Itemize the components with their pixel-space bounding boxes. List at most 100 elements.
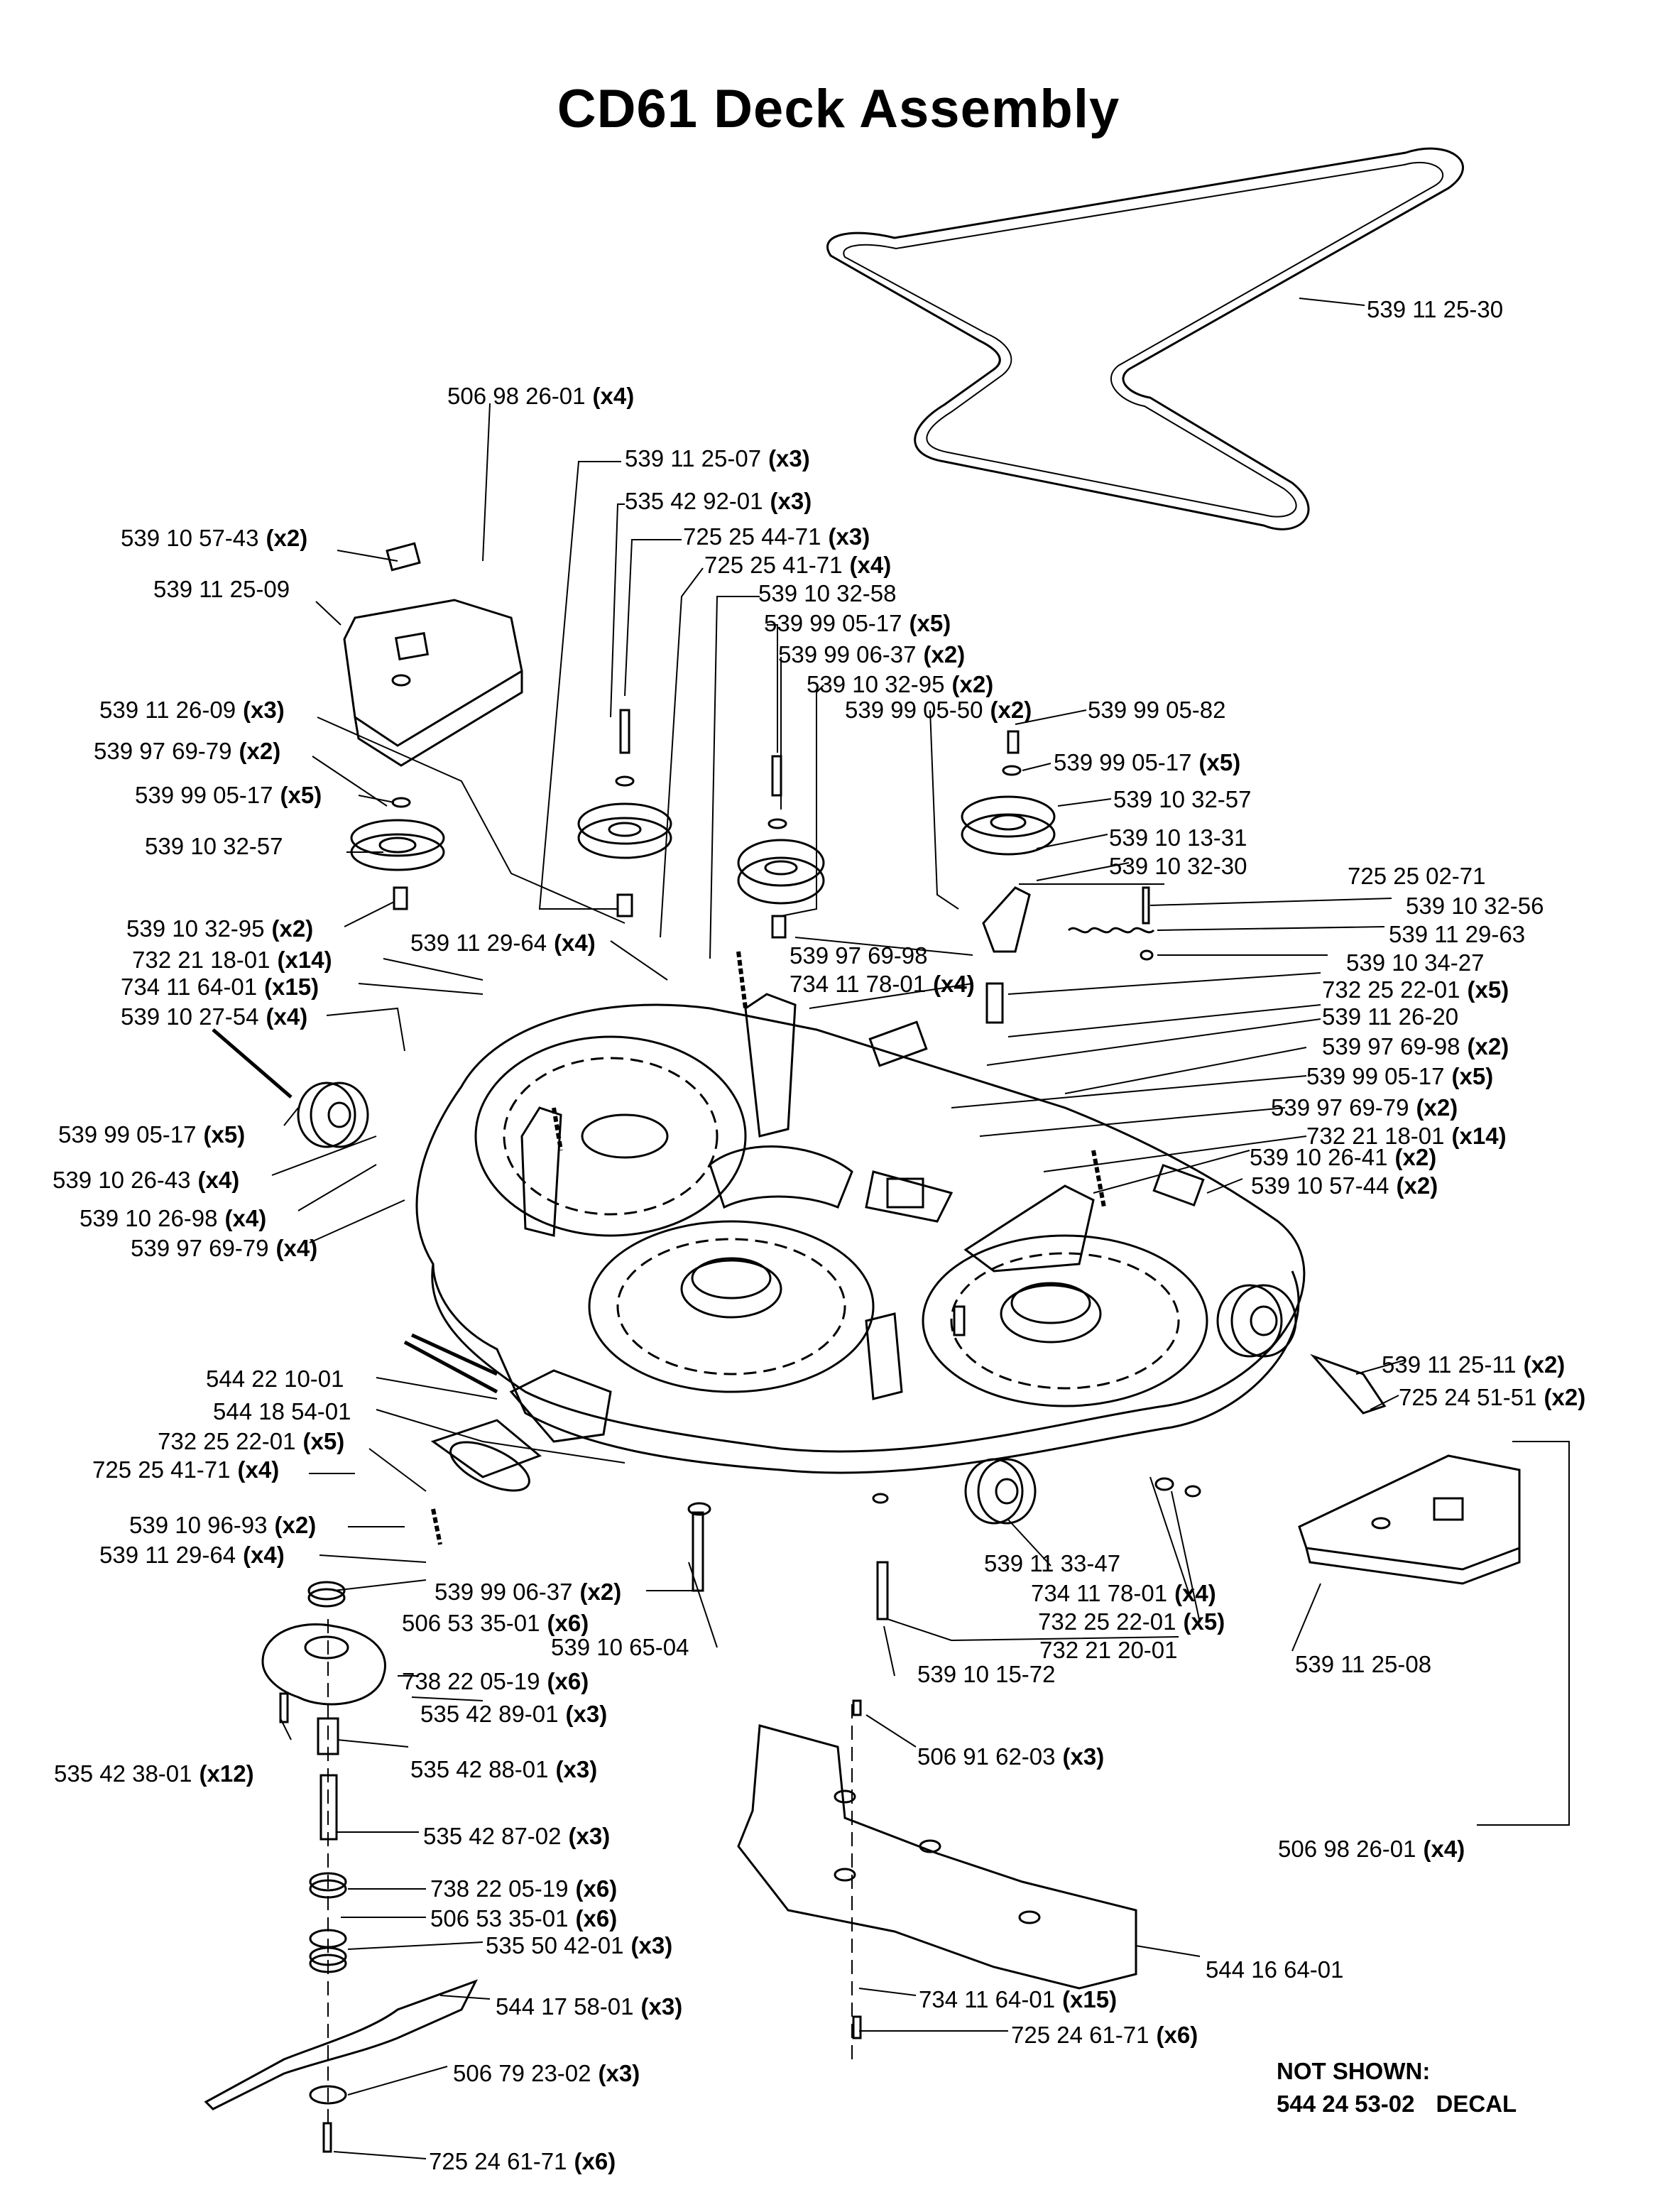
part-number: 506 53 35-01 [402, 1610, 540, 1636]
part-callout: 506 53 35-01(x6) [402, 1611, 589, 1636]
part-number: 506 53 35-01 [430, 1905, 569, 1932]
page-title: CD61 Deck Assembly [557, 79, 1120, 139]
part-number: 506 98 26-01 [1278, 1836, 1416, 1862]
part-callout: 539 10 32-57 [145, 834, 290, 859]
rear-baffle-roller [410, 1333, 542, 1492]
part-callout: 539 97 69-79(x2) [1271, 1095, 1458, 1121]
part-callout: 539 10 32-57 [1113, 787, 1259, 812]
part-number: 725 24 61-71 [1011, 2022, 1149, 2048]
part-callout: 535 42 92-01(x3) [625, 489, 812, 514]
part-quantity: (x15) [264, 974, 319, 1000]
part-number: 544 18 54-01 [213, 1398, 351, 1424]
part-quantity: (x3) [828, 523, 870, 550]
part-number: 539 11 25-11 [1382, 1351, 1517, 1378]
part-quantity: (x3) [565, 1701, 608, 1727]
part-quantity: (x2) [266, 525, 308, 551]
part-quantity: (x3) [1062, 1743, 1105, 1770]
part-number: 539 11 25-09 [153, 576, 290, 602]
part-number: 732 25 22-01 [1322, 976, 1460, 1003]
part-quantity: (x5) [203, 1121, 246, 1148]
part-number: 732 21 20-01 [1039, 1637, 1178, 1663]
part-number: 738 22 05-19 [430, 1875, 569, 1902]
deck-decals [868, 1020, 1205, 1209]
part-callout: 506 79 23-02 (x3) [453, 2061, 640, 2086]
part-quantity: (x4) [1423, 1836, 1465, 1862]
part-number: 738 22 05-19 [402, 1668, 540, 1694]
part-callout: 539 10 96-93(x2) [129, 1513, 316, 1538]
part-callout: 738 22 05-19(x6) [402, 1669, 589, 1694]
part-number: 539 99 06-37 [435, 1579, 573, 1605]
not-shown-part-number: 544 24 53-02 [1277, 2091, 1415, 2117]
belt-cover-left [343, 542, 523, 767]
part-quantity: (x4) [1174, 1580, 1216, 1606]
part-callout: 539 99 05-17 (x5) [764, 611, 951, 636]
part-callout: 539 10 26-41(x2) [1250, 1145, 1436, 1170]
part-number: 732 21 18-01 [1306, 1123, 1445, 1149]
part-callout: 732 25 22-01(x5) [1322, 977, 1509, 1003]
part-callout: 539 99 05-17(x5) [58, 1122, 245, 1148]
gauge-wheel-front-right [1216, 1284, 1387, 1415]
part-callout: 725 25 41-71(x4) [704, 552, 891, 578]
part-callout: 539 10 13-31 [1109, 825, 1255, 851]
part-number: 539 99 05-17 [764, 610, 902, 636]
part-number: 539 97 69-98 [790, 942, 928, 969]
part-number: 539 11 29-64 [410, 930, 547, 956]
part-callout: 539 10 32-56 [1406, 893, 1551, 919]
part-number: 725 24 61-71 [429, 2148, 567, 2174]
part-quantity: (x12) [199, 1760, 254, 1787]
part-number: 539 10 57-44 [1251, 1172, 1389, 1199]
part-callout: 539 10 26-98(x4) [80, 1206, 266, 1231]
part-callout: 539 10 15-72 [917, 1662, 1063, 1687]
part-number: 734 11 78-01 [1031, 1580, 1168, 1606]
part-callout: 725 24 61-71(x6) [429, 2149, 616, 2174]
part-callout: 539 99 05-17(x5) [1306, 1064, 1493, 1089]
part-number: 539 10 26-41 [1250, 1144, 1388, 1170]
part-callout: 544 17 58-01(x3) [496, 1994, 682, 2020]
part-quantity: (x5) [1183, 1608, 1225, 1635]
part-number: 539 97 69-79 [1271, 1094, 1409, 1121]
part-callout: 539 99 05-82 [1088, 697, 1233, 723]
part-quantity: (x5) [302, 1428, 345, 1454]
part-callout: 539 97 69-98(x2) [1322, 1034, 1509, 1059]
part-quantity: (x3) [243, 697, 285, 723]
part-number: 539 99 05-17 [58, 1121, 197, 1148]
part-callout: 732 21 18-01(x14) [1306, 1123, 1507, 1149]
part-number: 535 42 88-01 [410, 1756, 549, 1782]
gauge-wheel-rear [964, 1458, 1037, 1525]
part-quantity: (x6) [575, 1875, 618, 1902]
part-quantity: (x2) [274, 1512, 317, 1538]
part-callout: 732 21 18-01(x14) [132, 947, 332, 973]
part-quantity: (x4) [275, 1235, 318, 1261]
part-callout: 539 11 25-11(x2) [1382, 1352, 1565, 1378]
part-callout: 738 22 05-19(x6) [430, 1876, 617, 1902]
part-callout: 544 22 10-01 [206, 1366, 351, 1392]
part-quantity: (x4) [266, 1003, 308, 1030]
part-number: 539 10 32-58 [758, 580, 897, 606]
part-callout: 535 50 42-01(x3) [486, 1933, 672, 1958]
part-quantity: (x15) [1062, 1986, 1118, 2012]
part-quantity: (x3) [568, 1823, 611, 1849]
part-number: 539 97 69-79 [131, 1235, 269, 1261]
part-number: 544 22 10-01 [206, 1366, 344, 1392]
part-quantity: (x4) [243, 1542, 285, 1568]
part-callout: 539 10 34-27 [1346, 950, 1492, 976]
part-quantity: (x3) [598, 2060, 640, 2086]
part-callout: 535 42 38-01 (x12) [54, 1761, 254, 1787]
not-shown-description: DECAL [1436, 2091, 1517, 2117]
part-callout: 539 10 26-43(x4) [53, 1167, 239, 1193]
part-number: 539 10 13-31 [1109, 824, 1247, 851]
part-number: 506 79 23-02 [453, 2060, 591, 2086]
part-number: 506 91 62-03 [917, 1743, 1056, 1770]
part-quantity: (x4) [237, 1456, 280, 1483]
leader-lines [271, 298, 1570, 2159]
part-quantity: (x4) [197, 1167, 240, 1193]
part-quantity: (x5) [909, 610, 951, 636]
not-shown-item: 544 24 53-02 DECAL [1277, 2088, 1517, 2120]
part-callout: 544 18 54-01 [213, 1399, 359, 1424]
part-number: 535 42 38-01 [54, 1760, 192, 1787]
drive-belt [826, 147, 1464, 530]
part-quantity: (x3) [630, 1932, 673, 1958]
part-quantity: (x6) [1156, 2022, 1198, 2048]
part-callout: 539 11 25-30 [1367, 297, 1510, 322]
